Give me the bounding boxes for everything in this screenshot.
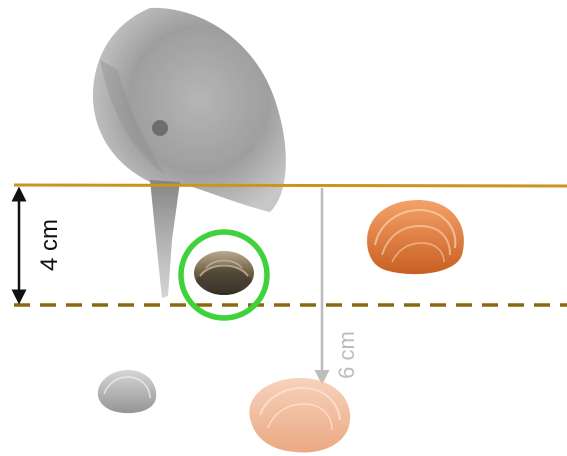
- buried-clam-icon: [194, 251, 254, 295]
- sediment-surface-line: [13, 183, 567, 188]
- bird-eye: [152, 120, 168, 136]
- deep-clam-shell-icon: [249, 378, 351, 453]
- small-grey-clam-icon: [97, 370, 157, 414]
- wader-bird-silhouette-icon: [92, 7, 286, 298]
- highlight-circle: [178, 229, 270, 321]
- depth-label-4cm: 4 cm: [36, 219, 63, 271]
- bird-beak: [150, 180, 180, 298]
- clam-shell-icon: [367, 200, 464, 275]
- depth-label-6cm: 6 cm: [334, 331, 359, 379]
